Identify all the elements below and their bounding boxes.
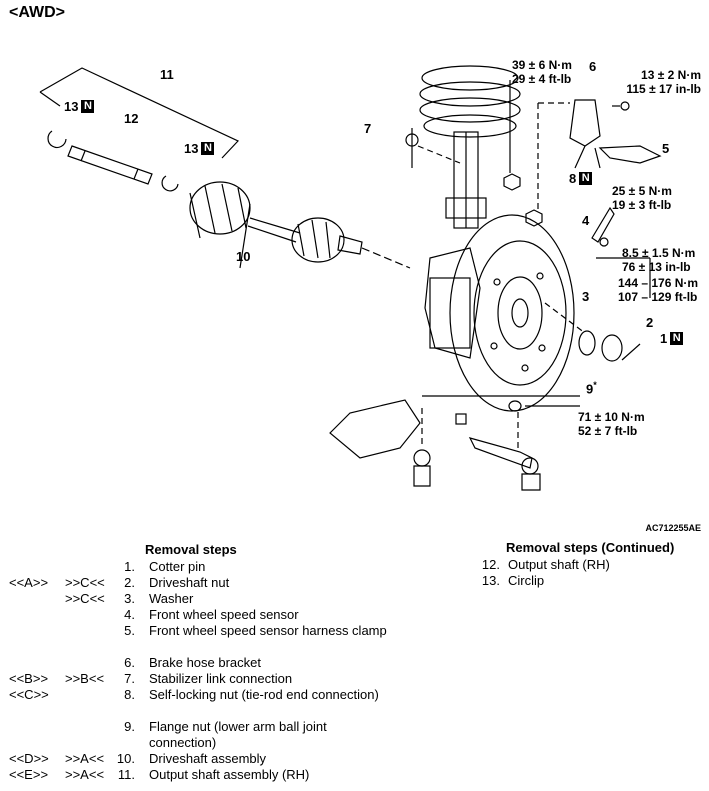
removal-steps-right: Removal steps (Continued) 12. Output shaf… — [476, 540, 706, 589]
procedure-code-installation: >>C<< — [65, 575, 105, 590]
removal-steps-title: Removal steps — [145, 542, 237, 557]
step-number: 13. — [481, 573, 500, 588]
step-text: Front wheel speed sensor harness clamp — [149, 623, 387, 638]
step-row: 1. Cotter pin — [9, 559, 399, 575]
section-header: <AWD> — [9, 4, 66, 21]
label-4: 4 — [582, 213, 590, 228]
step-number: 12. — [481, 557, 500, 572]
step-text: Brake hose bracket — [149, 655, 262, 670]
procedure-code-removal: <<D>> — [9, 751, 49, 766]
step-text: Driveshaft nut — [149, 575, 230, 590]
step-number: 4. — [124, 607, 135, 622]
procedure-code-removal: <<B>> — [9, 671, 49, 686]
step-text: Output shaft assembly (RH) — [149, 767, 310, 782]
label-12: 12 — [124, 111, 139, 126]
step-text: Self-locking nut (tie-rod end connection… — [149, 687, 379, 702]
label-5: 5 — [662, 141, 670, 156]
removal-steps-left: Removal steps 1. Cotter pin <<A>> >>C<< 2. Dr… — [9, 542, 399, 783]
step-number: 10. — [116, 751, 135, 766]
step-text: Cotter pin — [149, 559, 206, 574]
label-7: 7 — [364, 121, 372, 136]
procedure-code-installation: >>A<< — [65, 767, 105, 782]
step-row: 5. Front wheel speed sensor harness clamp — [9, 623, 399, 655]
step-number: 5. — [124, 623, 135, 638]
procedure-code-installation: >>C<< — [65, 591, 105, 606]
asterisk-mark: * — [593, 380, 597, 390]
step-row: <<E>> >>A<< 11. Output shaft assembly (RH) — [9, 767, 399, 783]
step-row: <<C>> 8. Self-locking nut (tie-rod end con… — [9, 687, 399, 719]
label-3: 3 — [582, 289, 590, 304]
step-number: 6. — [124, 655, 135, 670]
figure-code: AC712255AE — [645, 523, 701, 533]
step-text: Circlip — [508, 573, 545, 588]
step-row: 12. Output shaft (RH) — [476, 557, 706, 573]
step-number: 11. — [117, 767, 135, 782]
step-number: 7. — [124, 671, 135, 686]
label-11: 11 — [160, 67, 174, 82]
step-number: 2. — [124, 575, 135, 590]
step-number: 1. — [124, 559, 135, 574]
step-row: <<A>> >>C<< 2. Driveshaft nut — [9, 575, 399, 591]
procedure-code-installation: >>A<< — [65, 751, 105, 766]
removal-steps-continued-title: Removal steps (Continued) — [506, 540, 675, 555]
procedure-code-removal: <<C>> — [9, 687, 49, 702]
step-text: Front wheel speed sensor — [149, 607, 299, 622]
step-row: <<B>> >>B<< 7. Stabilizer link connection — [9, 671, 399, 687]
step-number: 3. — [124, 591, 135, 606]
step-text: Stabilizer link connection — [149, 671, 293, 686]
step-text: Flange nut (lower arm ball joint connect… — [149, 719, 327, 750]
procedure-code-removal: <<E>> — [9, 767, 49, 782]
new-part-mark: N — [81, 100, 95, 113]
step-number: 9. — [124, 719, 135, 734]
step-text: Output shaft (RH) — [508, 557, 610, 572]
new-part-mark: N — [579, 172, 593, 185]
step-row: 13. Circlip — [476, 573, 706, 589]
step-text: Driveshaft assembly — [149, 751, 267, 766]
step-row: 9. Flange nut (lower arm ball joint conne… — [9, 719, 399, 751]
parts-illustration — [39, 65, 662, 491]
procedure-code-removal: <<A>> — [9, 575, 49, 590]
new-part-mark: N — [201, 142, 215, 155]
step-row: 4. Front wheel speed sensor — [9, 607, 399, 623]
label-9: 9* — [586, 380, 597, 397]
label-2: 2 — [646, 315, 654, 330]
label-6: 6 — [589, 59, 597, 74]
label-10: 10 — [236, 249, 251, 264]
step-number: 8. — [124, 687, 135, 702]
step-row: >>C<< 3. Washer — [9, 591, 399, 607]
step-row: 6. Brake hose bracket — [9, 655, 399, 671]
step-text: Washer — [149, 591, 194, 606]
step-row: <<D>> >>A<< 10. Driveshaft assembly — [9, 751, 399, 767]
new-part-mark: N — [670, 332, 684, 345]
procedure-code-installation: >>B<< — [65, 671, 105, 686]
